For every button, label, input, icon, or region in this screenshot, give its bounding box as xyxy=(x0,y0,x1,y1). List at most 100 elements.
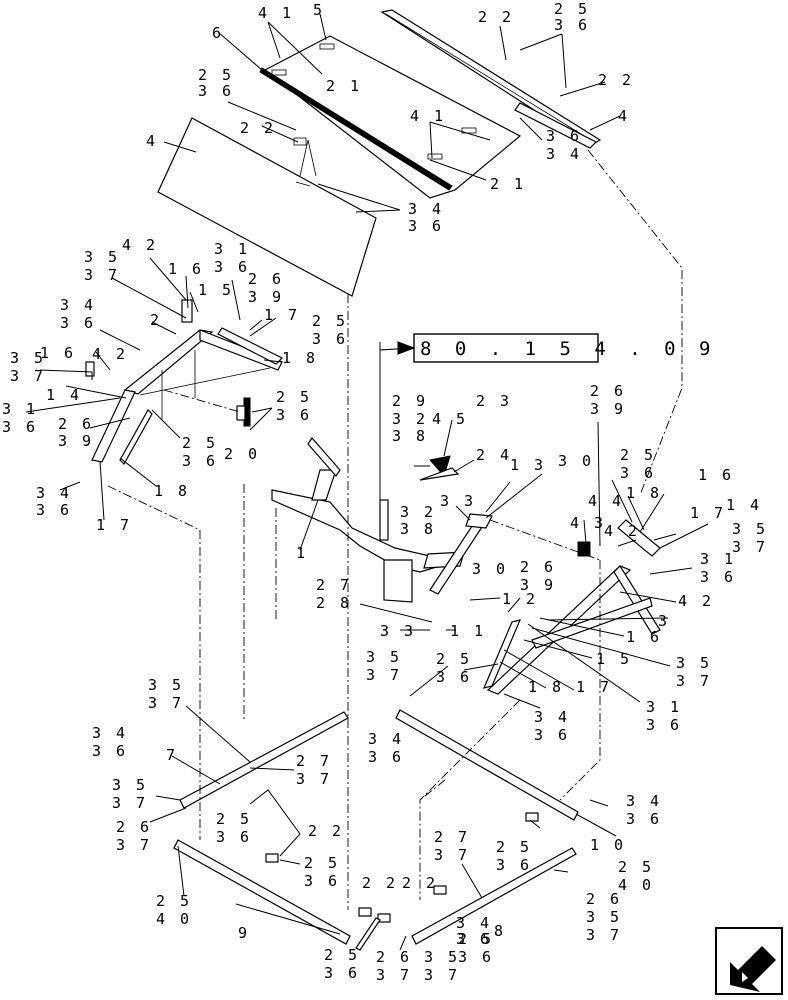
callout: 3 7 xyxy=(434,846,470,864)
right-side-frame xyxy=(482,519,661,695)
callout: 2 5 xyxy=(182,434,218,452)
callout: 2 5 xyxy=(496,838,532,856)
callout: 4 xyxy=(146,132,158,150)
callout: 3 5 xyxy=(676,654,712,672)
callout: 3 7 xyxy=(84,266,120,284)
callout: 9 xyxy=(238,924,250,942)
callout: 2 1 xyxy=(490,175,526,193)
callout: 1 7 xyxy=(96,516,132,534)
callout: 3 6 xyxy=(2,418,38,436)
assembly-centre-lines xyxy=(107,149,683,910)
callout: 3 5 xyxy=(732,520,768,538)
callout: 2 6 xyxy=(590,382,626,400)
callout: 3 4 xyxy=(368,730,404,748)
callout: 3 6 xyxy=(626,810,662,828)
callout: 2 7 xyxy=(316,576,352,594)
callout: 3 6 xyxy=(700,568,736,586)
callout: 3 0 xyxy=(558,452,594,470)
callout: 3 5 xyxy=(586,908,622,926)
callout: 1 8 xyxy=(282,349,318,367)
reference-box[interactable]: 8 0 . 1 5 4 . 0 9 xyxy=(397,333,716,363)
callout: 4 0 xyxy=(618,876,654,894)
callout: 2 6 xyxy=(376,948,412,966)
bottom-rail-8 xyxy=(411,847,577,945)
callout: 3 2 xyxy=(392,410,428,428)
callout: 3 4 xyxy=(60,296,96,314)
callout: 3 6 xyxy=(324,964,360,982)
callout: 3 6 xyxy=(456,930,492,948)
callout: 4 2 xyxy=(122,236,158,254)
top-right-panel xyxy=(380,9,602,149)
callout: 2 5 xyxy=(304,854,340,872)
callout: 4 2 xyxy=(92,345,128,363)
callout: 1 1 xyxy=(450,622,486,640)
callout: 3 0 xyxy=(472,560,508,578)
callout: 1 5 xyxy=(198,281,234,299)
callout: 2 5 xyxy=(216,810,252,828)
callout: 4 0 xyxy=(156,910,192,928)
callout: 3 9 xyxy=(590,400,626,418)
callout: 2 5 xyxy=(436,650,472,668)
callout: 2 5 xyxy=(312,312,348,330)
callout: 2 0 xyxy=(224,445,260,463)
callout: 4 5 xyxy=(432,410,468,428)
callout: 1 6 xyxy=(40,344,76,362)
callout: 3 6 xyxy=(216,828,252,846)
callout: 3 7 xyxy=(676,672,712,690)
callout: 4 4 xyxy=(588,492,624,510)
callout: 3 4 xyxy=(546,145,582,163)
callout: 2 7 xyxy=(434,828,470,846)
callout: 3 6 xyxy=(620,464,656,482)
callout: 3 4 xyxy=(92,724,128,742)
callout: 3 4 xyxy=(534,708,570,726)
callout: 3 6 xyxy=(458,948,494,966)
callout: 5 xyxy=(313,1,325,19)
callout: 2 5 xyxy=(618,858,654,876)
callout: 2 5 xyxy=(324,946,360,964)
callout: 2 6 xyxy=(586,890,622,908)
callout: 3 7 xyxy=(116,836,152,854)
callout: 2 6 xyxy=(248,270,284,288)
callout: 2 5 xyxy=(276,388,312,406)
callout: 3 6 xyxy=(60,314,96,332)
bottom-rail-9 xyxy=(173,839,351,945)
callout: 2 5 xyxy=(458,930,494,948)
callout: 6 xyxy=(212,24,224,42)
callout: 4 3 xyxy=(570,514,606,532)
callout: 3 6 xyxy=(36,501,72,519)
callout: 2 5 xyxy=(198,66,234,84)
callout: 3 7 xyxy=(112,794,148,812)
callout: 1 7 xyxy=(264,306,300,324)
callout: 3 7 xyxy=(366,666,402,684)
callout: 3 1 xyxy=(2,400,38,418)
callout: 3 6 xyxy=(304,872,340,890)
callout: 1 2 xyxy=(502,590,538,608)
callout: 3 6 xyxy=(534,726,570,744)
callout: 1 7 xyxy=(576,678,612,696)
callout: 2 6 xyxy=(58,415,94,433)
callout: 3 8 xyxy=(400,520,436,538)
callout: 1 5 xyxy=(596,650,632,668)
leader-lines xyxy=(25,13,709,951)
callout: 3 4 xyxy=(626,792,662,810)
bottom-rail-10 xyxy=(395,709,579,821)
callout: 3 7 xyxy=(10,367,46,385)
callout: 2 9 xyxy=(392,392,428,410)
callout: 3 7 xyxy=(424,966,460,984)
callout: 3 3 xyxy=(440,492,476,510)
callout-labels: 4 1 5 2 2 2 5 3 6 6 2 1 2 5 3 6 2 2 2 2 … xyxy=(2,0,768,984)
callout: 2 8 xyxy=(316,594,352,612)
callout: 3 2 xyxy=(400,503,436,521)
next-page-arrow-icon[interactable] xyxy=(715,927,783,995)
callout: 3 xyxy=(658,612,670,630)
callout: 3 4 xyxy=(456,914,492,932)
callout: 3 6 xyxy=(554,16,590,34)
callout: 2 6 xyxy=(116,818,152,836)
callout: 2 7 xyxy=(296,752,332,770)
callout: 3 7 xyxy=(296,770,332,788)
callout: 3 5 xyxy=(424,948,460,966)
callout: 2 5 xyxy=(620,446,656,464)
callout: 1 3 xyxy=(510,456,546,474)
callout: 3 9 xyxy=(248,288,284,306)
